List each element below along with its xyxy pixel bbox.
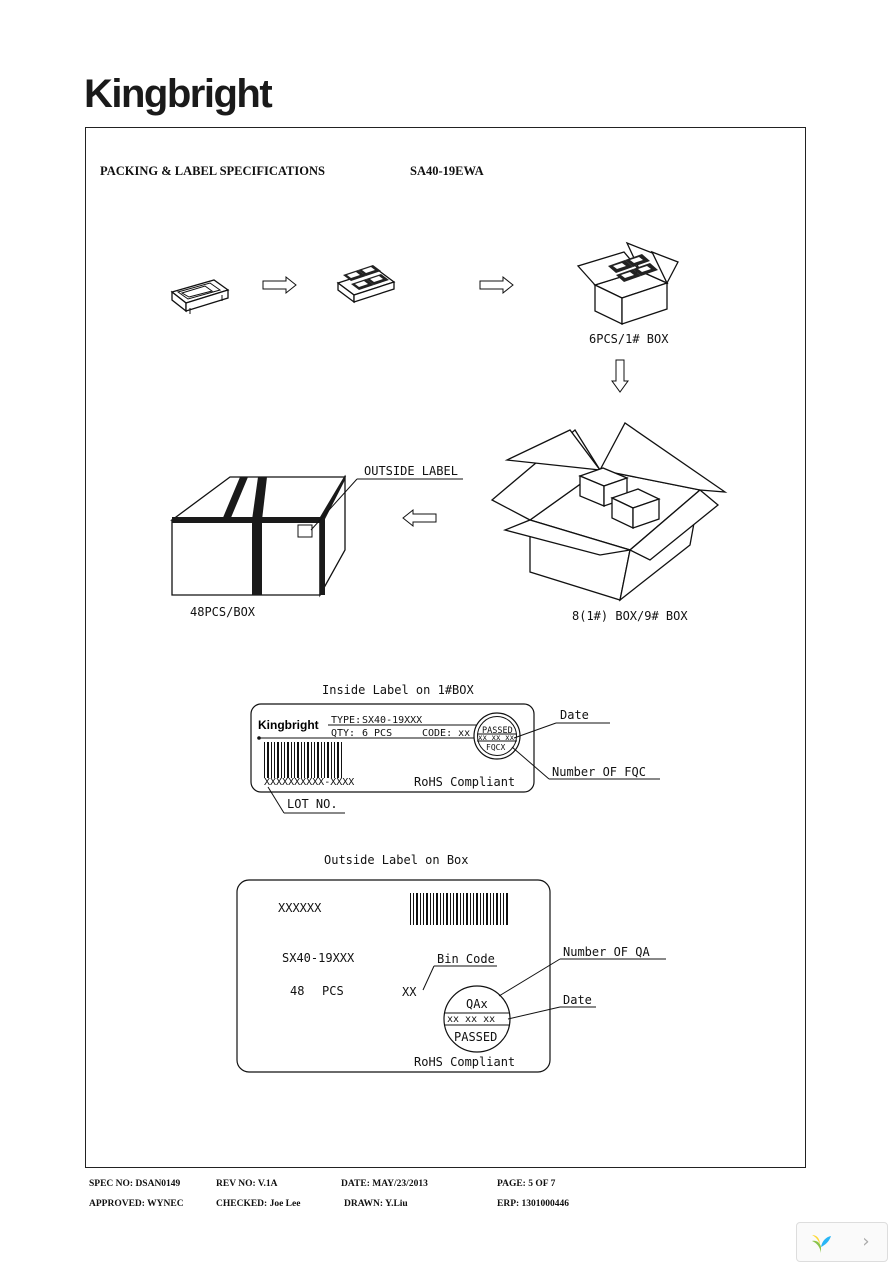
outside-rohs: RoHS Compliant bbox=[414, 1055, 515, 1069]
page-title: PACKING & LABEL SPECIFICATIONS bbox=[100, 164, 325, 178]
fqc-callout: Number OF FQC bbox=[552, 765, 646, 779]
inside-label-heading: Inside Label on 1#BOX bbox=[322, 683, 474, 697]
bin-code-value: XX bbox=[402, 985, 417, 999]
box-1-caption: 6PCS/1# BOX bbox=[589, 332, 669, 346]
page-frame bbox=[85, 127, 806, 1168]
arrow-down-icon bbox=[611, 359, 629, 393]
spec-number: SPEC NO: DSAN0149 bbox=[89, 1179, 181, 1189]
inside-label-qty-value: 6 PCS bbox=[362, 728, 392, 739]
fqc-seal-date: xx xx xx bbox=[478, 733, 515, 742]
arrow-right-icon bbox=[262, 275, 297, 295]
arrow-left-icon bbox=[402, 508, 437, 528]
inside-barcode bbox=[264, 742, 342, 778]
inside-rohs: RoHS Compliant bbox=[414, 775, 515, 789]
outside-label-qty-unit: PCS bbox=[322, 984, 344, 998]
qa-seal-top: QAx bbox=[466, 997, 488, 1011]
viewer-pager: › bbox=[796, 1222, 888, 1262]
inside-label-type-key: TYPE: bbox=[331, 715, 361, 726]
lot-number-value: XXXXXXXXXX-XXXX bbox=[264, 777, 354, 788]
outside-label-heading: Outside Label on Box bbox=[324, 853, 469, 867]
fqc-seal-top: PASSED bbox=[482, 726, 513, 736]
outside-label-callout: OUTSIDE LABEL bbox=[364, 464, 458, 478]
company-logo: Kingbright bbox=[84, 72, 273, 116]
outside-label-type: SX40-19XXX bbox=[282, 951, 355, 965]
leaf-logo-icon[interactable] bbox=[809, 1231, 833, 1255]
outside-label-qty: 48 bbox=[290, 984, 304, 998]
box-1-icon bbox=[576, 241, 679, 326]
date-callout: Date bbox=[560, 708, 589, 722]
drawn-by: DRAWN: Y.Liu bbox=[344, 1199, 408, 1209]
outside-label-code: XXXXXX bbox=[278, 901, 322, 915]
part-number: SA40-19EWA bbox=[410, 164, 484, 178]
document-date: DATE: MAY/23/2013 bbox=[341, 1179, 428, 1189]
qa-seal-date: xx xx xx bbox=[447, 1014, 495, 1025]
fqc-seal-number: FQCX bbox=[486, 743, 505, 752]
box-9-icon bbox=[490, 422, 728, 602]
bin-code-callout: Bin Code bbox=[437, 952, 495, 966]
revision-number: REV NO: V.1A bbox=[216, 1179, 278, 1189]
chevron-right-icon[interactable]: › bbox=[862, 1231, 870, 1252]
outside-barcode bbox=[410, 893, 508, 925]
qa-callout: Number OF QA bbox=[563, 945, 650, 959]
inside-label-brand: Kingbright bbox=[258, 718, 319, 732]
display-single-icon bbox=[170, 279, 230, 314]
inside-label-qty-key: QTY: bbox=[331, 728, 355, 739]
qa-seal-bottom: PASSED bbox=[454, 1030, 497, 1044]
outside-date-callout: Date bbox=[563, 993, 592, 1007]
display-stack-icon bbox=[336, 265, 396, 304]
inside-label-code: CODE: xx bbox=[422, 728, 470, 739]
inside-label-type-value: SX40-19XXX bbox=[362, 715, 422, 726]
approved-by: APPROVED: WYNEC bbox=[89, 1199, 184, 1209]
outer-carton-caption: 48PCS/BOX bbox=[190, 605, 256, 619]
arrow-right-icon bbox=[479, 275, 514, 295]
outer-carton-icon bbox=[170, 474, 347, 598]
fqc-passed-seal: PASSED xx xx xx FQCX bbox=[473, 712, 521, 760]
checked-by: CHECKED: Joe Lee bbox=[216, 1199, 301, 1209]
lot-callout: LOT NO. bbox=[287, 797, 338, 811]
erp-number: ERP: 1301000446 bbox=[497, 1199, 570, 1209]
box-9-caption: 8(1#) BOX/9# BOX bbox=[572, 609, 688, 623]
page-number: PAGE: 5 OF 7 bbox=[497, 1179, 556, 1189]
